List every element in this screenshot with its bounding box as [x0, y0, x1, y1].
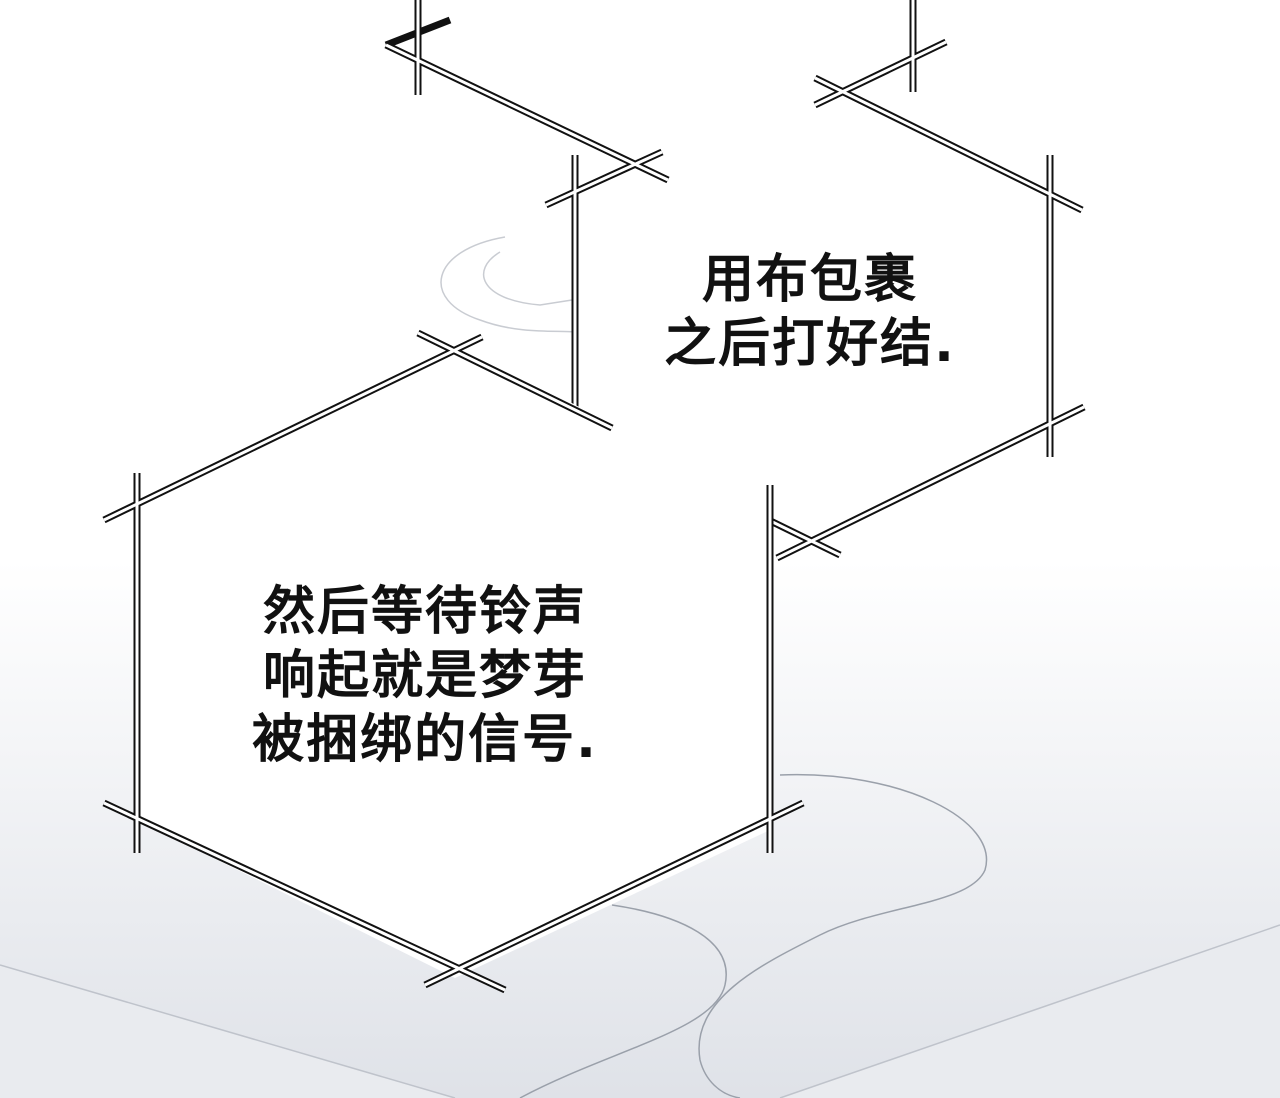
hexagon-frame-bottom-inner: [103, 331, 804, 992]
caption-2-line-1: 然后等待铃声: [262, 582, 587, 642]
caption-box-1: 用布包裹 之后打好结.: [640, 248, 980, 376]
floor-edge-line: [0, 964, 456, 1098]
hexagon-fill: [137, 340, 770, 978]
ribbon-outline: [698, 773, 988, 1098]
hexagon-frame-right-inner: [741, 0, 1085, 560]
floor-edge-line-right: [779, 924, 1280, 1098]
ribbon-outline-inner: [519, 904, 727, 1098]
hexagon-frame-top-inner: [385, 0, 669, 448]
caption-2-line-3: 被捆绑的信号.: [252, 710, 598, 770]
swirl-outline-inner: [482, 251, 573, 306]
caption-box-2: 然后等待铃声 响起就是梦芽 被捆绑的信号.: [215, 580, 635, 772]
caption-1-line-2: 之后打好结.: [664, 314, 956, 374]
swirl-outline: [440, 236, 576, 333]
floor-plane: [0, 925, 1280, 1098]
caption-2-line-2: 响起就是梦芽: [262, 646, 587, 706]
caption-1-line-1: 用布包裹: [701, 250, 918, 310]
